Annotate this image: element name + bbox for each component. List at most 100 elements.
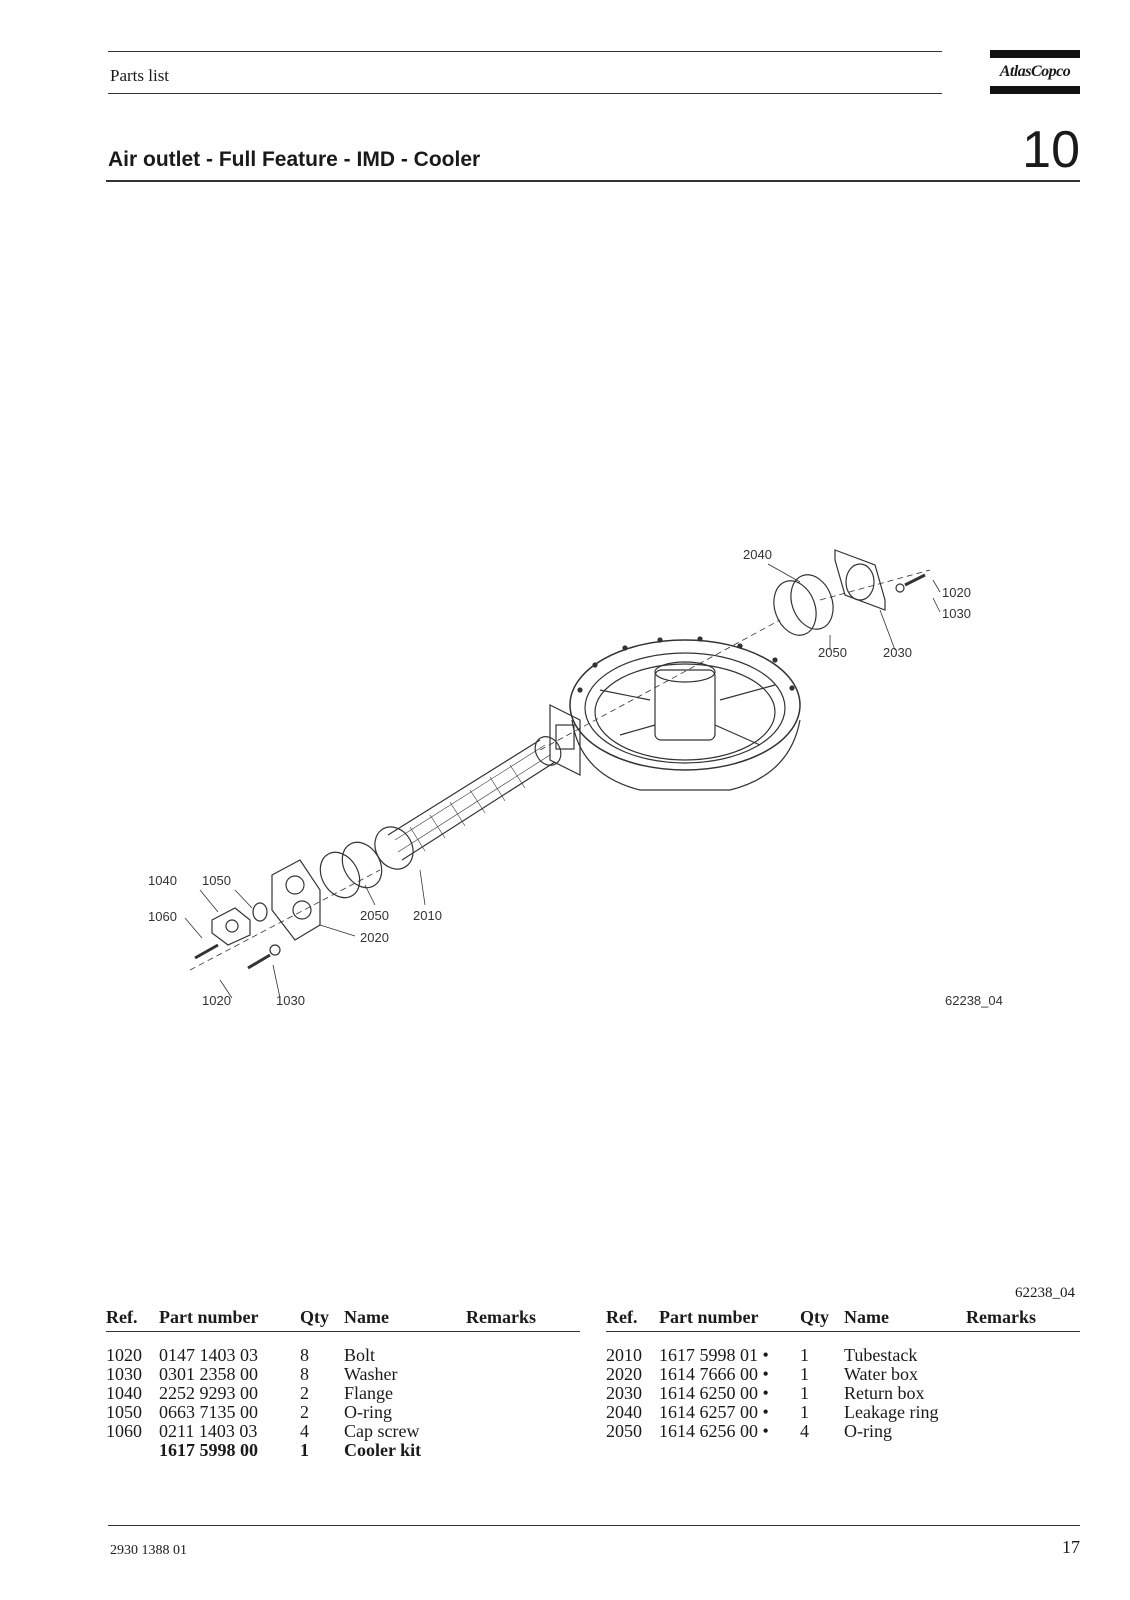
col-header-part-number: Part number — [159, 1307, 300, 1332]
cell-qty: 8 — [300, 1345, 309, 1365]
cell-ref: 1060 — [106, 1421, 142, 1441]
tubestack-drawing — [374, 736, 562, 870]
flange-left-drawing — [194, 902, 281, 970]
callout-1020-left: 1020 — [202, 993, 231, 1008]
cell-part-number: 0147 1403 03 — [159, 1345, 258, 1365]
cell-ref: 1030 — [106, 1364, 142, 1384]
logo-top-bar — [990, 50, 1080, 58]
cell-ref: 2010 — [606, 1345, 642, 1365]
cell-remarks — [466, 1441, 580, 1460]
cell-part-number: 1614 6257 00 • — [659, 1402, 769, 1422]
figure-id: 62238_04 — [945, 993, 1003, 1008]
cell-part-number: 0663 7135 00 — [159, 1402, 258, 1422]
cell-name: Cooler kit — [344, 1440, 422, 1460]
cell-qty: 4 — [300, 1421, 309, 1441]
cell-part-number: 0211 1403 03 — [159, 1421, 258, 1441]
cell-ref — [106, 1441, 159, 1460]
cell-name: Leakage ring — [844, 1402, 939, 1422]
cell-remarks — [966, 1403, 1080, 1422]
col-header-remarks: Remarks — [466, 1307, 580, 1332]
cell-remarks — [466, 1403, 580, 1422]
cell-qty: 1 — [800, 1364, 809, 1384]
col-header-remarks: Remarks — [966, 1307, 1080, 1332]
cell-name: O-ring — [344, 1402, 392, 1422]
callout-1030-left: 1030 — [276, 993, 305, 1008]
title-rule — [106, 180, 1080, 182]
cell-part-number: 1614 7666 00 • — [659, 1364, 769, 1384]
callout-1030-right: 1030 — [942, 606, 971, 621]
table-spacer-row — [106, 1332, 580, 1347]
col-header-name: Name — [844, 1307, 966, 1332]
cell-qty: 2 — [300, 1383, 309, 1403]
cell-name: Cap screw — [344, 1421, 420, 1441]
cell-qty: 4 — [800, 1421, 809, 1441]
cell-remarks — [466, 1346, 580, 1365]
cell-ref: 2030 — [606, 1383, 642, 1403]
logo-bottom-bar — [990, 86, 1080, 94]
col-header-ref: Ref. — [606, 1307, 659, 1332]
cell-ref: 1020 — [106, 1345, 142, 1365]
cell-part-number: 1617 5998 00 — [159, 1440, 258, 1460]
callout-1050: 1050 — [202, 873, 231, 888]
col-header-qty: Qty — [800, 1307, 844, 1332]
table-spacer-row — [606, 1332, 1080, 1347]
callout-2040: 2040 — [743, 547, 772, 562]
cell-part-number: 2252 9293 00 — [159, 1383, 258, 1403]
table-row: 2020 1614 7666 00 • 1 Water box — [606, 1365, 1080, 1384]
cell-qty: 1 — [800, 1383, 809, 1403]
cell-remarks — [466, 1384, 580, 1403]
cell-part-number: 1614 6256 00 • — [659, 1421, 769, 1441]
cell-part-number: 1614 6250 00 • — [659, 1383, 769, 1403]
header-section-label: Parts list — [110, 66, 170, 85]
table-row: 2030 1614 6250 00 • 1 Return box — [606, 1384, 1080, 1403]
cell-name: Washer — [344, 1364, 398, 1384]
table-row: 2050 1614 6256 00 • 4 O-ring — [606, 1422, 1080, 1441]
cell-qty: 1 — [300, 1440, 309, 1460]
cell-remarks — [966, 1384, 1080, 1403]
cell-part-number: 1617 5998 01 • — [659, 1345, 769, 1365]
col-header-name: Name — [344, 1307, 466, 1332]
figure-reference: 62238_04 — [1015, 1285, 1075, 1301]
cell-ref: 2020 — [606, 1364, 642, 1384]
callout-2020: 2020 — [360, 930, 389, 945]
cell-qty: 8 — [300, 1364, 309, 1384]
cell-remarks — [966, 1346, 1080, 1365]
cell-remarks — [966, 1365, 1080, 1384]
cell-ref: 1040 — [106, 1383, 142, 1403]
o-ring-pair-left — [319, 841, 383, 899]
cell-remarks — [466, 1365, 580, 1384]
callout-1060: 1060 — [148, 909, 177, 924]
col-header-part-number: Part number — [659, 1307, 800, 1332]
cell-qty: 1 — [800, 1402, 809, 1422]
cell-name: Tubestack — [844, 1345, 918, 1365]
footer-rule — [108, 1525, 1080, 1526]
return-box-drawing — [773, 549, 926, 636]
section-number: 10 — [1022, 121, 1080, 179]
parts-table-right: Ref. Part number Qty Name Remarks 2010 16… — [606, 1307, 1080, 1441]
callout-2050-left: 2050 — [360, 908, 389, 923]
logo-wordmark: AtlasCopco — [999, 63, 1071, 80]
col-header-ref: Ref. — [106, 1307, 159, 1332]
cell-ref: 2050 — [606, 1421, 642, 1441]
footer-doc-number: 2930 1388 01 — [110, 1543, 187, 1558]
cell-name: Water box — [844, 1364, 919, 1384]
header-top-rule — [108, 51, 942, 52]
page-title: Air outlet - Full Feature - IMD - Cooler — [108, 148, 481, 171]
water-box-drawing — [271, 859, 321, 941]
cell-name: O-ring — [844, 1421, 892, 1441]
cell-ref: 2040 — [606, 1402, 642, 1422]
footer-page-number: 17 — [1062, 1537, 1080, 1557]
cell-part-number: 0301 2358 00 — [159, 1364, 258, 1384]
brand-logo: AtlasCopco — [990, 50, 1080, 94]
cell-ref: 1050 — [106, 1402, 142, 1422]
callout-2050-right: 2050 — [818, 645, 847, 660]
cell-name: Return box — [844, 1383, 925, 1403]
cell-remarks — [966, 1422, 1080, 1441]
callout-2010: 2010 — [413, 908, 442, 923]
col-header-qty: Qty — [300, 1307, 344, 1332]
parts-table-left: Ref. Part number Qty Name Remarks 1020 01… — [106, 1307, 580, 1460]
table-row: 1617 5998 00 1 Cooler kit — [106, 1441, 580, 1460]
